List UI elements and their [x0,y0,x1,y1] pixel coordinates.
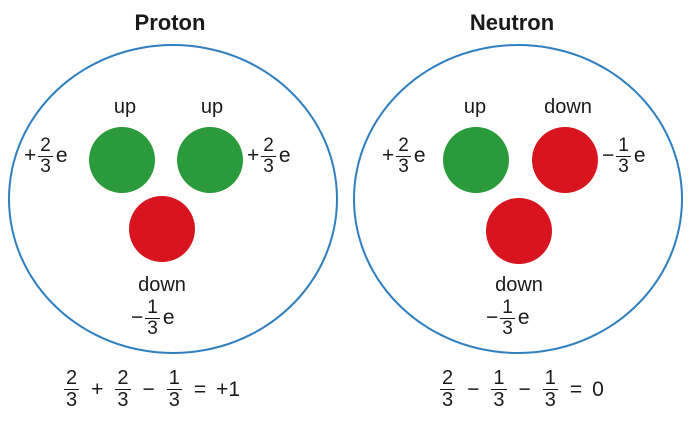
charge-fraction: 1 3 [500,298,515,339]
fraction-numerator: 2 [64,367,80,390]
charge-sign: + [382,144,395,168]
charge-unit: e [517,306,530,330]
equation-term-2: 2 3 [115,367,131,411]
fraction-denominator: 3 [618,155,629,177]
equation-result: 0 [592,377,604,401]
charge-fraction: 2 3 [261,136,276,177]
neutron-down-quark-1 [532,127,598,193]
charge-sign: − [131,306,144,330]
fraction-denominator: 3 [117,389,129,411]
equation-operator: + [91,377,104,401]
neutron-quark-1-label: up [463,96,487,118]
equation-term-1: 2 3 [440,367,456,411]
charge-unit: e [413,144,426,168]
neutron-quark-3-label: down [495,274,543,296]
fraction-denominator: 3 [147,317,158,339]
equation-equals: = [193,377,207,401]
neutron-quark-1-charge: + 2 3 e [382,136,426,177]
equation-term-1: 2 3 [64,367,80,411]
equation-term-3: 1 3 [542,367,558,411]
charge-sign: + [247,144,260,168]
proton-up-quark-1 [89,127,155,193]
neutron-circle [353,44,683,354]
proton-circle [8,44,338,354]
proton-quark-3-label: down [138,274,186,296]
proton-quark-1-charge: + 2 3 e [24,136,68,177]
charge-sign: + [24,144,37,168]
equation-equals: = [569,377,583,401]
proton-charge-equation: 2 3 + 2 3 − 1 3 = +1 [62,368,240,411]
proton-up-quark-2 [177,127,243,193]
neutron-quark-2-label: down [544,96,592,118]
equation-operator: − [467,377,480,401]
proton-quark-3-charge: − 1 3 e [131,298,175,339]
proton-quark-2-label: up [200,96,224,118]
fraction-denominator: 3 [493,389,505,411]
fraction-denominator: 3 [263,155,274,177]
charge-sign: − [602,144,615,168]
fraction-numerator: 1 [542,367,558,390]
neutron-title: Neutron [469,10,555,35]
fraction-numerator: 1 [491,367,507,390]
charge-unit: e [633,144,646,168]
fraction-numerator: 2 [261,135,276,157]
fraction-numerator: 2 [115,367,131,390]
fraction-denominator: 3 [502,317,513,339]
charge-sign: − [486,306,499,330]
neutron-up-quark [443,127,509,193]
fraction-denominator: 3 [442,389,454,411]
equation-term-2: 1 3 [491,367,507,411]
proton-title: Proton [134,10,206,35]
fraction-numerator: 1 [145,297,160,319]
charge-fraction: 1 3 [616,136,631,177]
neutron-down-quark-2 [486,198,552,264]
equation-result: +1 [216,377,241,401]
fraction-numerator: 1 [166,367,182,390]
fraction-denominator: 3 [398,155,409,177]
fraction-numerator: 1 [616,135,631,157]
fraction-numerator: 2 [38,135,53,157]
neutron-quark-3-charge: − 1 3 e [486,298,530,339]
equation-term-3: 1 3 [166,367,182,411]
charge-unit: e [278,144,291,168]
charge-unit: e [162,306,175,330]
charge-fraction: 2 3 [396,136,411,177]
fraction-denominator: 3 [66,389,78,411]
proton-quark-1-label: up [113,96,137,118]
fraction-denominator: 3 [168,389,180,411]
fraction-numerator: 2 [440,367,456,390]
charge-fraction: 2 3 [38,136,53,177]
neutron-charge-equation: 2 3 − 1 3 − 1 3 = 0 [438,368,604,411]
equation-operator: − [518,377,531,401]
equation-operator: − [142,377,155,401]
fraction-denominator: 3 [40,155,51,177]
charge-unit: e [55,144,68,168]
fraction-numerator: 1 [500,297,515,319]
fraction-numerator: 2 [396,135,411,157]
proton-quark-2-charge: + 2 3 e [247,136,291,177]
charge-fraction: 1 3 [145,298,160,339]
proton-down-quark [129,196,195,262]
neutron-quark-2-charge: − 1 3 e [602,136,646,177]
fraction-denominator: 3 [544,389,556,411]
